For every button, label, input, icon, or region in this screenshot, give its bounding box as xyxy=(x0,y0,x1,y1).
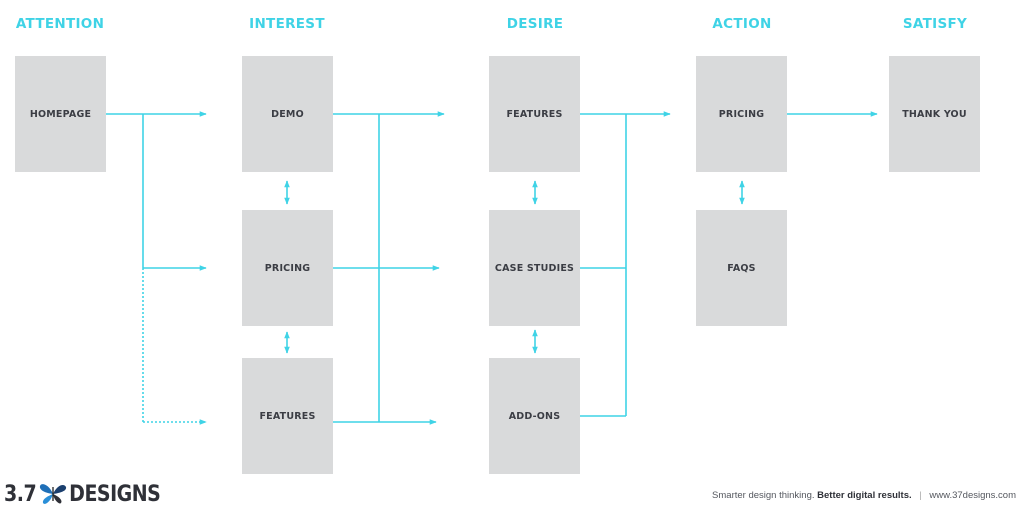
node-label: FAQS xyxy=(727,262,756,274)
node-thank-you: THANK YOU xyxy=(889,56,980,172)
brand-number: 3.7 xyxy=(4,481,37,507)
stage-title-desire: DESIRE xyxy=(506,16,564,32)
stage-title-action: ACTION xyxy=(712,16,772,32)
node-homepage: HOMEPAGE xyxy=(15,56,106,172)
tagline-text: Smarter design thinking. xyxy=(712,490,815,501)
node-features-interest: FEATURES xyxy=(242,358,333,474)
tagline-bold: Better digital results. xyxy=(817,490,912,501)
node-case-studies: CASE STUDIES xyxy=(489,210,580,326)
node-label: PRICING xyxy=(718,108,765,120)
node-label: CASE STUDIES xyxy=(494,262,575,274)
footer-url[interactable]: www.37designs.com xyxy=(929,490,1016,501)
node-label: FEATURES xyxy=(259,410,316,422)
footer-separator: | xyxy=(919,490,922,501)
node-label: FEATURES xyxy=(506,108,563,120)
node-label: HOMEPAGE xyxy=(29,108,92,120)
node-add-ons: ADD-ONS xyxy=(489,358,580,474)
node-label: THANK YOU xyxy=(902,108,967,120)
node-label: PRICING xyxy=(264,262,311,274)
node-faqs: FAQS xyxy=(696,210,787,326)
node-features-desire: FEATURES xyxy=(489,56,580,172)
footer-tagline: Smarter design thinking. Better digital … xyxy=(712,490,1016,501)
stage-title-attention: ATTENTION xyxy=(15,16,105,32)
brand-logo: 3.7 DESIGNS xyxy=(4,480,161,508)
node-pricing-action: PRICING xyxy=(696,56,787,172)
node-label: ADD-ONS xyxy=(508,410,561,422)
node-demo: DEMO xyxy=(242,56,333,172)
stage-title-satisfy: SATISFY xyxy=(902,16,968,32)
butterfly-icon xyxy=(40,484,67,504)
stage-title-interest: INTEREST xyxy=(249,16,325,32)
node-label: DEMO xyxy=(271,108,304,120)
node-pricing-interest: PRICING xyxy=(242,210,333,326)
brand-word: DESIGNS xyxy=(69,481,161,507)
